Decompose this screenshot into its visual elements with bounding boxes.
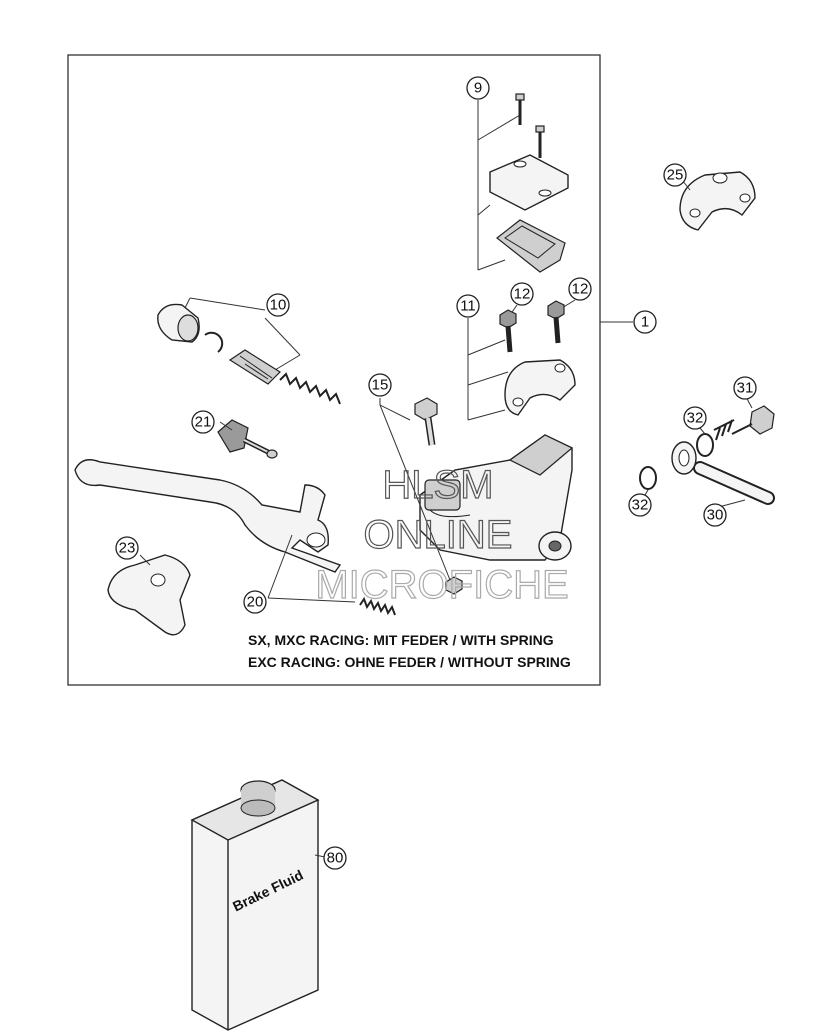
clamp-25 [679,171,756,231]
pivot-nut [445,576,463,595]
svg-text:11: 11 [460,298,476,315]
adjuster-group [217,419,278,459]
clamp-bolt [499,300,565,353]
svg-text:15: 15 [372,377,389,394]
reservoir-cover [489,154,569,211]
callout-31: 31 [733,376,757,400]
washer-lower [639,466,657,490]
lever-guard [107,554,191,636]
reservoir-diaphragm [496,219,566,273]
brake-fluid-bottle: Brake Fluid [190,779,320,1031]
callout-10: 10 [266,293,290,317]
banjo-bolt [713,405,775,441]
callout-11: 11 [456,294,480,318]
callout-23: 23 [115,536,139,560]
svg-text:12: 12 [514,286,531,303]
svg-text:10: 10 [270,297,287,314]
svg-text:32: 32 [687,410,704,427]
piston-spring [279,372,341,405]
assembly-frame [67,54,601,686]
svg-text:30: 30 [707,507,724,524]
svg-text:80: 80 [327,850,344,867]
lever-spring [359,596,396,616]
callout-25: 25 [663,163,687,187]
callout-30: 30 [703,503,727,527]
callout-12-right: 12 [568,277,592,301]
callout-12-left: 12 [510,282,534,306]
callout-9: 9 [466,76,490,100]
watermark: HLSM ONLINE MICROFICHE [315,462,570,607]
callout-20: 20 [243,590,267,614]
svg-text:25: 25 [667,167,684,184]
svg-text:9: 9 [474,80,482,97]
callout-80: 80 [323,846,347,870]
cover-screw [515,93,545,158]
brake-lever [74,459,342,573]
piston [228,349,281,385]
callout-32-upper: 32 [683,406,707,430]
callout-32-lower: 32 [628,493,652,517]
brake-hose-group [639,405,775,509]
svg-text:1: 1 [641,314,649,331]
svg-text:HLSM: HLSM [382,463,493,507]
note-without-spring: EXC RACING: OHNE FEDER / WITHOUT SPRING [248,654,571,670]
washer-upper [696,433,714,457]
callout-1: 1 [633,310,657,334]
clamp-group [467,299,576,421]
svg-text:12: 12 [572,281,589,298]
piston-kit-group [157,297,341,405]
circlip [204,331,224,353]
bottle-cap [240,799,276,817]
callout-15: 15 [368,373,392,397]
svg-text:31: 31 [737,380,754,397]
pivot-bolt-group [379,397,463,595]
callout-21: 21 [191,410,215,434]
svg-text:ONLINE: ONLINE [364,513,513,557]
svg-text:20: 20 [247,594,264,611]
svg-text:21: 21 [195,414,212,431]
svg-text:MICROFICHE: MICROFICHE [315,563,568,607]
note-with-spring: SX, MXC RACING: MIT FEDER / WITH SPRING [248,632,554,648]
lever-spring-group [267,534,396,616]
svg-text:23: 23 [119,540,136,557]
pivot-bolt [414,397,438,446]
reservoir-cover-group [477,93,569,273]
svg-text:32: 32 [632,497,649,514]
